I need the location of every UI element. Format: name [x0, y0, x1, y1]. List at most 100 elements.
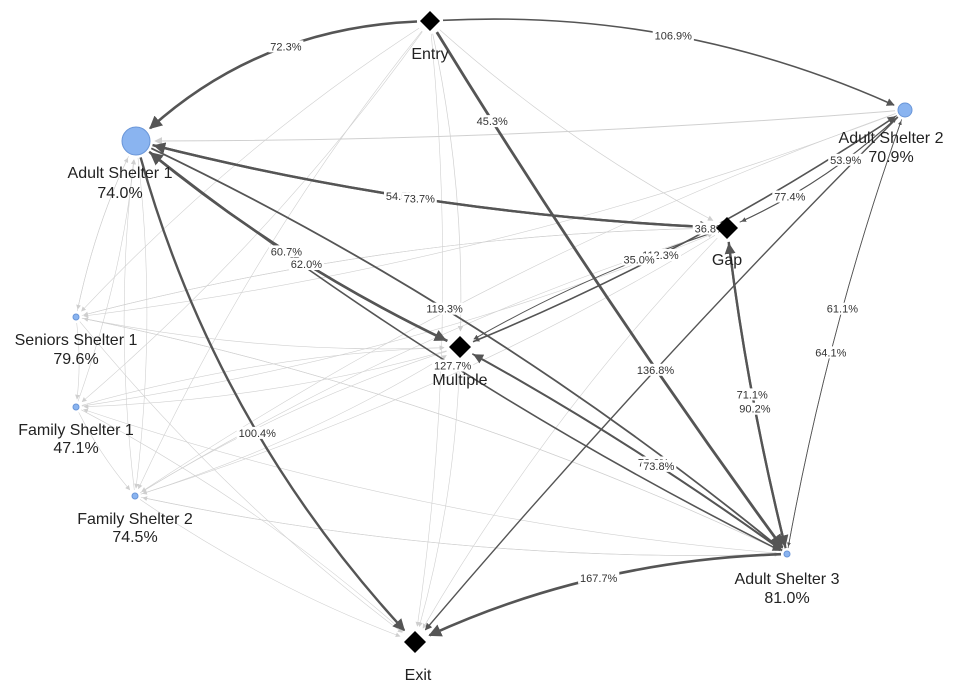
edge-as3-to-fs2	[142, 496, 782, 556]
edge-label: 136.8%	[637, 365, 675, 377]
edge-labels-layer: 72.3%106.9%45.3%54.5%73.7%62.0%60.7%127.…	[236, 29, 864, 585]
edge-as2-to-ss1	[83, 113, 896, 318]
edge-label-background	[288, 258, 324, 270]
edge-label-background	[641, 459, 677, 472]
edge-label: 127.7%	[434, 361, 472, 373]
edge-label-background	[652, 29, 694, 42]
edge-label-background	[737, 402, 773, 415]
edge-fs2-to-as3	[140, 496, 780, 557]
node-label-ss1: Seniors Shelter 1	[15, 332, 138, 349]
edge-mul-to-exit	[418, 360, 460, 628]
edge-fs1-to-gap	[81, 233, 713, 407]
edge-as2-to-as3	[787, 119, 903, 547]
edge-label: 73.7%	[404, 194, 435, 206]
edge-entry-to-ss1	[81, 27, 420, 312]
node-label-exit: Exit	[405, 667, 432, 684]
edge-label: 72.3%	[270, 41, 301, 53]
edge-as2-to-as1	[154, 110, 896, 145]
edge-label-background	[268, 40, 304, 53]
edge-entry-to-exit	[415, 33, 444, 627]
edge-fs1-to-mul	[81, 345, 445, 406]
edge-label-background	[401, 192, 437, 205]
edge-entry-to-fs1	[81, 31, 423, 403]
node-rate-fs2: 74.5%	[112, 529, 157, 546]
edge-label: 167.7%	[580, 573, 618, 585]
node-fs2[interactable]	[131, 492, 139, 500]
edge-gap-to-exit	[422, 237, 718, 629]
edge-as1-to-exit	[139, 157, 406, 632]
edge-ss1-to-mul	[81, 317, 445, 351]
edge-as1-to-as3	[150, 147, 782, 550]
node-label-fs2: Family Shelter 2	[77, 511, 193, 528]
edge-label-background	[824, 302, 860, 315]
node-entry[interactable]	[420, 11, 440, 31]
node-label-as1: Adult Shelter 1	[68, 165, 173, 182]
edge-fs2-to-as1	[123, 159, 136, 491]
node-as1[interactable]	[121, 126, 151, 156]
edge-entry-to-as3	[435, 31, 784, 549]
edge-label: 71.1%	[737, 389, 768, 401]
edge-entry-to-gap	[439, 29, 714, 221]
edge-as3-to-as2	[787, 120, 902, 549]
node-rate-fs1: 47.1%	[53, 440, 98, 457]
edge-as3-to-exit	[428, 552, 782, 637]
node-ss1[interactable]	[72, 313, 80, 321]
strong-edges-layer	[139, 18, 903, 637]
edge-label: 73.8%	[643, 461, 674, 473]
node-label-gap: Gap	[712, 252, 742, 269]
node-rate-as2: 70.9%	[868, 149, 913, 166]
edge-label-background	[268, 245, 304, 258]
edge-entry-to-fs2	[138, 30, 423, 490]
edge-label: 119.3%	[426, 304, 463, 316]
node-mul[interactable]	[449, 336, 471, 358]
edge-label-background	[424, 302, 466, 315]
node-label-mul: Multiple	[432, 372, 487, 389]
node-rate-ss1: 79.6%	[53, 351, 98, 368]
node-label-entry: Entry	[411, 46, 448, 63]
edge-label-background	[813, 346, 849, 359]
edge-entry-to-mul	[432, 33, 464, 332]
node-gap[interactable]	[716, 217, 738, 239]
edge-fs2-to-exit	[139, 499, 401, 638]
faint-edges-layer	[75, 27, 896, 638]
edge-fs2-to-mul	[140, 355, 447, 495]
node-fs1[interactable]	[72, 403, 80, 411]
node-rate-as1: 74.0%	[97, 185, 142, 202]
edge-label: 90.2%	[739, 404, 770, 416]
node-rate-as3: 81.0%	[764, 590, 809, 607]
edge-label-background	[828, 153, 864, 166]
edge-as1-to-gap	[152, 143, 713, 233]
edge-label: 62.0%	[291, 259, 322, 271]
edge-mul-to-as3	[471, 353, 782, 550]
edge-label: 61.1%	[827, 304, 858, 316]
edge-fs1-to-exit	[81, 409, 404, 632]
edge-ss1-to-exit	[79, 321, 403, 633]
edge-label: 45.3%	[477, 116, 508, 128]
edge-ss1-to-gap	[81, 225, 712, 316]
node-exit[interactable]	[404, 631, 426, 653]
edge-entry-to-as1	[149, 20, 418, 130]
edge-gap-to-mul	[473, 231, 714, 340]
edge-gap-to-fs2	[142, 235, 716, 495]
edge-label: 60.7%	[271, 246, 302, 258]
edge-label: 100.4%	[239, 428, 277, 440]
edge-as3-to-fs1	[83, 408, 782, 554]
edge-label: 35.0%	[623, 255, 654, 267]
edge-label: 77.4%	[774, 192, 805, 204]
edge-label-background	[734, 388, 770, 401]
node-as2[interactable]	[897, 102, 913, 118]
edge-ss1-to-fs1	[75, 322, 80, 400]
edge-as1-to-fs2	[134, 157, 148, 489]
edge-as2-to-mul	[474, 115, 897, 342]
node-as3[interactable]	[783, 550, 791, 558]
edge-label-background	[621, 253, 657, 266]
edge-label: 64.1%	[815, 347, 846, 359]
edge-as1-to-ss1	[76, 156, 129, 310]
nodes-layer	[72, 11, 913, 653]
edge-ss1-to-as3	[81, 317, 781, 551]
node-label-fs1: Family Shelter 1	[18, 422, 134, 439]
edge-fs1-to-fs2	[78, 412, 131, 491]
